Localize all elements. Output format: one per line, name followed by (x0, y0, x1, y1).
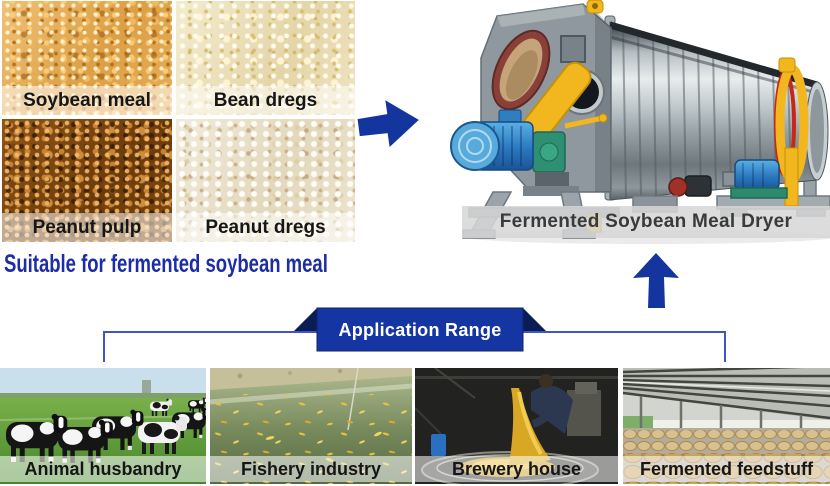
material-label-strip: Peanut dregs (176, 213, 355, 242)
application-photo-fermented-feedstuff: Fermented feedstuff (623, 368, 830, 484)
material-label: Bean dregs (213, 89, 318, 111)
banner-ribbon (316, 307, 524, 352)
machine-main-motor (450, 109, 579, 196)
connector-line-right (724, 331, 726, 362)
application-label-strip: Brewery house (415, 456, 618, 482)
application-label: Brewery house (451, 458, 582, 479)
application-label-strip: Fermented feedstuff (623, 456, 830, 482)
application-label-strip: Animal husbandry (0, 456, 206, 482)
machine-name: Fermented Soybean Meal Dryer (499, 211, 793, 232)
application-range-banner: Application Range (294, 307, 546, 352)
material-photo-bean-dregs: Bean dregs (176, 1, 355, 115)
material-label-strip: Bean dregs (176, 86, 355, 115)
material-label: Peanut dregs (205, 216, 326, 238)
banner-label: Application Range (338, 320, 501, 340)
material-photo-peanut-pulp: Peanut pulp (2, 119, 172, 242)
flow-arrow-right-icon (357, 100, 419, 148)
material-label-strip: Peanut pulp (2, 213, 172, 242)
caption-text: Suitable for fermented soybean meal (4, 250, 328, 278)
machine-name-plate: Fermented Soybean Meal Dryer (462, 206, 830, 238)
flow-arrow-up-icon (633, 253, 679, 308)
material-label: Peanut pulp (32, 216, 142, 238)
material-label-strip: Soybean meal (2, 86, 172, 115)
application-label: Fermented feedstuff (639, 458, 814, 479)
machine-yellow-arm (518, 61, 608, 147)
application-label: Animal husbandry (24, 458, 182, 479)
application-photo-brewery-house: Brewery house (415, 368, 618, 484)
machine-ring-bracket (774, 57, 809, 207)
application-photo-fishery-industry: Fishery industry (210, 368, 412, 484)
machine-drive-motor (668, 159, 788, 199)
application-photo-animal-husbandry: Animal husbandry (0, 368, 206, 484)
material-photo-soybean-meal: Soybean meal (2, 1, 172, 115)
banner-fold-right (523, 308, 546, 331)
connector-line-left (103, 331, 105, 362)
material-photo-peanut-dregs: Peanut dregs (176, 119, 355, 242)
dryer-machine-illustration (450, 0, 830, 244)
application-label-strip: Fishery industry (210, 456, 412, 482)
application-label: Fishery industry (240, 458, 382, 479)
material-label: Soybean meal (23, 89, 151, 111)
banner-fold-left (294, 308, 317, 331)
